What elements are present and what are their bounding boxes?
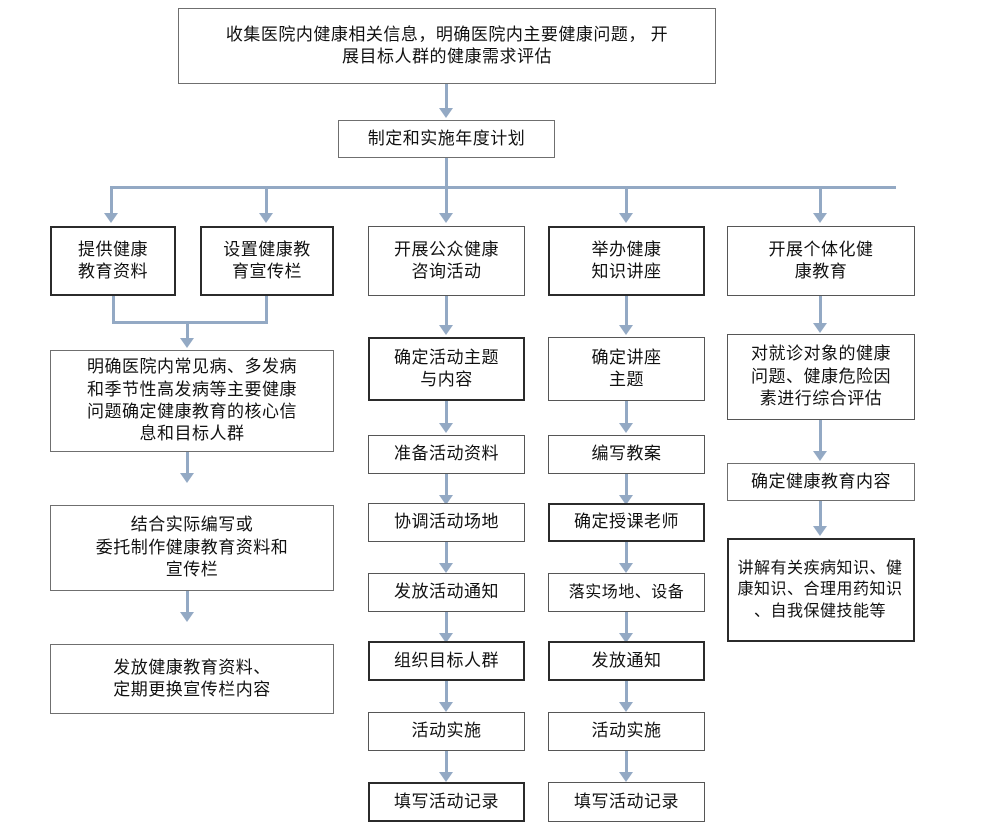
arrowhead-col5-1-2 bbox=[813, 451, 827, 461]
node-col4-7: 填写活动记录 bbox=[548, 782, 705, 822]
connector-bus-b3 bbox=[445, 186, 448, 214]
connector-col4-4-5 bbox=[625, 612, 628, 634]
arrowhead-col3-2-3 bbox=[439, 495, 453, 505]
connector-col4-2-3 bbox=[625, 474, 628, 496]
node-col4-2: 编写教案 bbox=[548, 435, 705, 474]
arrowhead-col3-6-7 bbox=[439, 772, 453, 782]
connector-col3-2-3 bbox=[445, 474, 448, 496]
connector-col5-2-3 bbox=[819, 501, 822, 527]
arrowhead-col3-1-2 bbox=[439, 423, 453, 433]
connector-col5-1-2 bbox=[819, 420, 822, 452]
node-col1-3: 发放健康教育资料、 定期更换宣传栏内容 bbox=[50, 644, 334, 714]
arrowhead-col3-4-5 bbox=[439, 633, 453, 643]
connector-plan-down bbox=[445, 158, 448, 186]
connector-col3-4-5 bbox=[445, 612, 448, 634]
node-branch-4: 举办健康 知识讲座 bbox=[548, 226, 705, 296]
node-col4-1: 确定讲座 主题 bbox=[548, 337, 705, 401]
node-plan: 制定和实施年度计划 bbox=[338, 120, 555, 158]
arrowhead-col4-3-4 bbox=[619, 563, 633, 573]
node-col3-7: 填写活动记录 bbox=[368, 782, 525, 822]
connector-col3-5-6 bbox=[445, 681, 448, 703]
connector-start-to-plan bbox=[445, 84, 448, 109]
connector-bus-b5 bbox=[819, 186, 822, 214]
arrowhead-b3-down bbox=[439, 325, 453, 335]
arrowhead-bus-b3 bbox=[439, 213, 453, 223]
connector-col1-2-3 bbox=[186, 591, 189, 613]
node-col1-1: 明确医院内常见病、多发病 和季节性高发病等主要健康 问题确定健康教育的核心信 息… bbox=[50, 350, 334, 452]
connector-bus-b2 bbox=[265, 186, 268, 214]
node-branch-3: 开展公众健康 咨询活动 bbox=[368, 226, 525, 296]
node-col5-1: 对就诊对象的健康 问题、健康危险因 素进行综合评估 bbox=[727, 334, 915, 420]
node-col3-4: 发放活动通知 bbox=[368, 573, 525, 612]
arrowhead-bus-b5 bbox=[813, 213, 827, 223]
node-col3-6: 活动实施 bbox=[368, 712, 525, 751]
arrowhead-start-to-plan bbox=[439, 108, 453, 118]
node-col5-3: 讲解有关疾病知识、健 康知识、合理用药知识 、自我保健技能等 bbox=[727, 538, 915, 642]
arrowhead-col3-3-4 bbox=[439, 563, 453, 573]
connector-bus-b1 bbox=[110, 186, 113, 214]
arrowhead-b4-down bbox=[619, 325, 633, 335]
node-col4-5: 发放通知 bbox=[548, 641, 705, 681]
node-branch-5: 开展个体化健 康教育 bbox=[727, 226, 915, 296]
node-col5-2: 确定健康教育内容 bbox=[727, 463, 915, 501]
connector-merge-down bbox=[186, 321, 189, 339]
connector-col4-6-7 bbox=[625, 751, 628, 773]
node-col3-1: 确定活动主题 与内容 bbox=[368, 337, 525, 401]
arrowhead-col4-6-7 bbox=[619, 772, 633, 782]
arrowhead-b5-down bbox=[813, 323, 827, 333]
arrowhead-col4-1-2 bbox=[619, 423, 633, 433]
connector-col3-1-2 bbox=[445, 401, 448, 424]
node-start: 收集医院内健康相关信息，明确医院内主要健康问题， 开 展目标人群的健康需求评估 bbox=[178, 8, 716, 84]
arrowhead-col4-2-3 bbox=[619, 495, 633, 505]
connector-bus-b4 bbox=[625, 186, 628, 214]
node-col1-2: 结合实际编写或 委托制作健康教育资料和 宣传栏 bbox=[50, 505, 334, 591]
arrowhead-col4-5-6 bbox=[619, 702, 633, 712]
node-col4-3: 确定授课老师 bbox=[548, 503, 705, 542]
node-branch-1: 提供健康 教育资料 bbox=[50, 226, 176, 296]
connector-b3-down bbox=[445, 296, 448, 326]
arrowhead-col5-2-3 bbox=[813, 526, 827, 536]
connector-col4-1-2 bbox=[625, 401, 628, 424]
arrowhead-bus-b4 bbox=[619, 213, 633, 223]
connector-col4-5-6 bbox=[625, 681, 628, 703]
node-col4-6: 活动实施 bbox=[548, 712, 705, 751]
arrowhead-bus-b2 bbox=[259, 213, 273, 223]
node-col5-3-text: 讲解有关疾病知识、健 康知识、合理用药知识 、自我保健技能等 bbox=[737, 560, 903, 620]
connector-b1b2-merge bbox=[112, 321, 268, 324]
node-col3-2: 准备活动资料 bbox=[368, 435, 525, 474]
arrowhead-col1-2-3 bbox=[180, 612, 194, 622]
connector-b5-down bbox=[819, 296, 822, 324]
connector-b2-down bbox=[265, 296, 268, 324]
arrowhead-merge-down bbox=[180, 338, 194, 348]
connector-col1-1-2 bbox=[186, 452, 189, 474]
connector-b1-down bbox=[112, 296, 115, 324]
node-col3-5: 组织目标人群 bbox=[368, 641, 525, 681]
arrowhead-col3-5-6 bbox=[439, 702, 453, 712]
node-col3-3: 协调活动场地 bbox=[368, 503, 525, 542]
connector-b4-down bbox=[625, 296, 628, 326]
connector-col4-3-4 bbox=[625, 542, 628, 564]
connector-col3-6-7 bbox=[445, 751, 448, 773]
connector-col3-3-4 bbox=[445, 542, 448, 564]
top-edge-mask bbox=[0, 0, 992, 7]
arrowhead-col4-4-5 bbox=[619, 633, 633, 643]
arrowhead-bus-b1 bbox=[104, 213, 118, 223]
arrowhead-col1-1-2 bbox=[180, 473, 194, 483]
connector-branch-bus bbox=[110, 186, 896, 189]
node-branch-2: 设置健康教 育宣传栏 bbox=[200, 226, 334, 296]
node-col4-4: 落实场地、设备 bbox=[548, 573, 705, 612]
